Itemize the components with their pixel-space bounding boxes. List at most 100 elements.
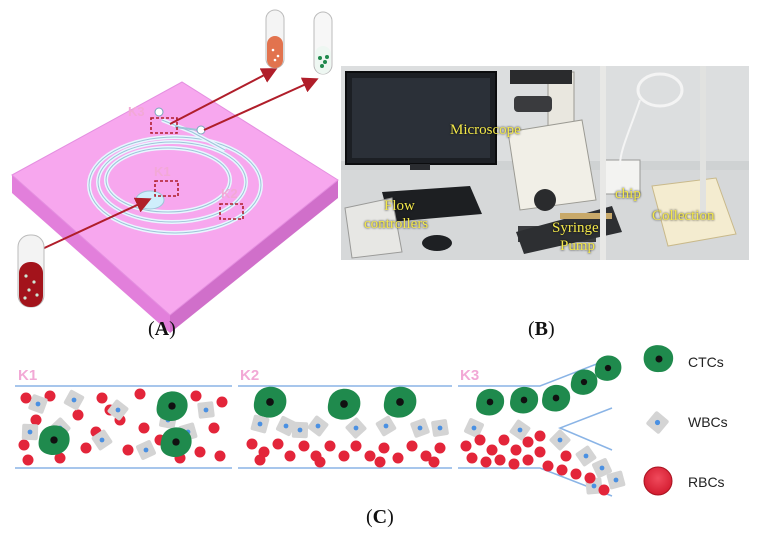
ctc-cell [594,355,622,381]
rbc-cell [214,450,226,462]
wbc-cell [250,414,270,434]
rbc-cell [522,454,534,466]
ctc-cell [542,384,571,412]
wbc-cell [575,445,597,467]
legend-rbc-symbol [643,466,673,496]
ctc-cell [160,427,192,457]
spiral-mid-edge [97,141,247,223]
wbc-cell [375,415,397,437]
rbc-cell [30,414,42,426]
channel-label-k2: K2 [240,367,260,384]
arrow-from-tube-bottom [39,197,152,251]
rbc-cell [54,452,66,464]
rbc-cell [364,450,376,462]
wbc-cell [592,458,612,478]
wbc-cell [410,418,430,438]
rbc-cell [80,442,92,454]
k2-region-box [219,203,244,220]
ctc-cell [510,386,539,414]
label-flow-line2: controllers [364,216,429,232]
rbc-cell [392,452,404,464]
rbc-cell [272,438,284,450]
panel-label-b: (B) [528,318,555,340]
wbc-cell [549,429,571,451]
rbc-cell [72,409,84,421]
panel-label-c: (C) [366,506,394,528]
legend-wbc-symbol [646,411,669,434]
rbc-cell [208,422,220,434]
chip-label-k1: K1 [154,164,171,179]
chip-label-k3: K3 [128,104,145,119]
panel-label-a: (A) [148,318,176,340]
outlet-branch [174,126,199,131]
arrow-to-tube-top-right [203,77,319,131]
rbc-cell [190,390,202,402]
k3-wall-top [458,357,613,387]
rbc-cell [18,439,30,451]
rbc-cell [498,434,510,446]
rbc-cell [556,464,568,476]
rbc-cell [534,430,546,442]
ctc-cell [156,391,188,421]
wbc-cell [136,440,156,460]
label-collection: Collection [652,208,715,224]
chip-side-right [170,180,338,333]
wbc-cell [291,421,309,439]
rbc-cell [584,472,596,484]
rbc-cell [254,454,266,466]
wbc-cell [275,415,297,437]
ctc-cell [253,386,287,418]
wbc-cell [63,389,85,411]
k3-divider [557,407,613,451]
rbc-cell [474,434,486,446]
tube-ctc-output [313,11,333,75]
rbc-cell [314,456,326,468]
rbc-cell [534,446,546,458]
label-flow-line1: Flow [384,198,415,214]
rbc-cell [20,392,32,404]
tubing-coil [636,72,684,108]
rbc-cell [560,450,572,462]
label-microscope: Microscope [450,122,521,138]
k1-region-box [154,180,179,197]
k3-region-box [150,117,178,134]
microscope-body [507,119,597,211]
rbc-cell [508,458,520,470]
rbc-cell [134,388,146,400]
legend-label-ctcs: CTCs [688,354,724,370]
rbc-cell [194,446,206,458]
flow-controller [344,197,403,259]
label-chip: chip [615,186,641,202]
rbc-cell [510,444,522,456]
legend-label-rbcs: RBCs [688,474,725,490]
wbc-cell [431,419,449,437]
rbc-cell [374,456,386,468]
ctc-cell [476,388,505,416]
rbc-cell [284,450,296,462]
arrow-to-tube-top-left [169,68,278,125]
wbc-cell [345,417,367,439]
wbc-cell [107,399,129,421]
rbc-cell [378,442,390,454]
rbc-cell [494,454,506,466]
rbc-cell [138,422,150,434]
wbc-cell [21,423,39,441]
chip-top-face [11,81,339,316]
wbc-cell [307,415,329,437]
keyboard [382,186,482,222]
outlet-port-1 [154,107,164,117]
rbc-cell [22,454,34,466]
rbc-cell [480,456,492,468]
rbc-cell [246,438,258,450]
rbc-cell [542,460,554,472]
collection-rack [651,177,737,247]
legend-label-wbcs: WBCs [688,414,728,430]
rbc-cell [96,392,108,404]
wbc-cell [464,418,484,438]
label-syringe-line1: Syringe [552,220,599,236]
legend-ctc-symbol [643,345,674,373]
wbc-cell [197,401,215,419]
